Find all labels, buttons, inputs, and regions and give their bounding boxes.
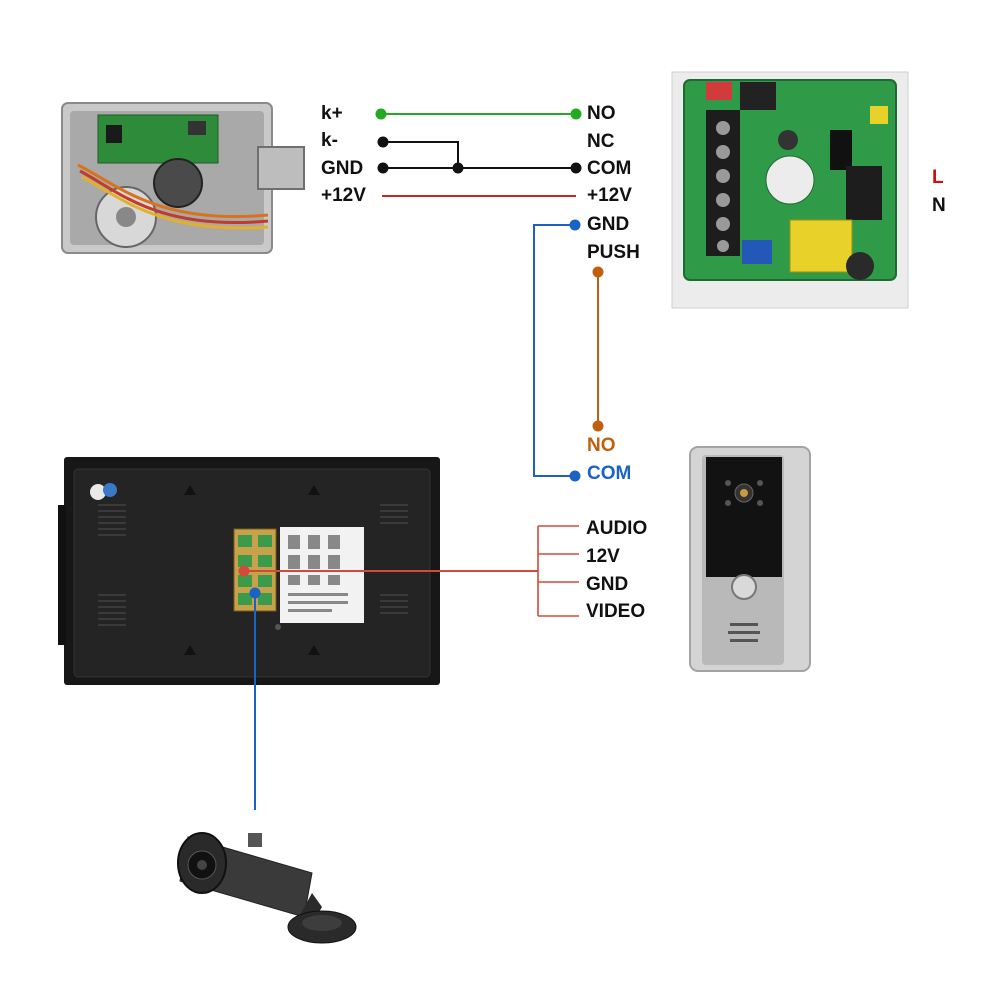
psu-terminal-com: COM — [587, 158, 632, 179]
dot-camera-port — [249, 587, 261, 599]
dot-button-com — [569, 470, 581, 482]
dot-button-no — [592, 420, 604, 432]
lock-terminal-k-minus: k- — [321, 130, 338, 151]
mains-live-label: L — [932, 167, 944, 188]
lock-terminal-12v: +12V — [321, 185, 366, 206]
power-supply-board — [671, 71, 909, 309]
dot-com — [570, 162, 582, 174]
button-no-label: NO — [587, 435, 616, 456]
button-com-label: COM — [587, 463, 632, 484]
psu-terminal-gnd: GND — [587, 214, 630, 235]
dot-monitor-port — [238, 565, 250, 577]
output-12v: 12V — [586, 546, 620, 567]
dot-push — [592, 266, 604, 278]
electric-lock — [61, 102, 305, 254]
output-audio: AUDIO — [586, 518, 648, 539]
lock-terminal-k-plus: k+ — [321, 103, 343, 124]
mains-neutral-label: N — [932, 195, 946, 216]
cctv-camera — [177, 832, 357, 944]
psu-terminal-push: PUSH — [587, 242, 640, 263]
dot-kplus — [375, 108, 387, 120]
dot-junction — [452, 162, 464, 174]
output-gnd: GND — [586, 574, 629, 595]
lock-terminal-gnd: GND — [321, 158, 364, 179]
outdoor-door-station — [689, 446, 811, 672]
dot-kminus — [377, 136, 389, 148]
psu-terminal-nc: NC — [587, 131, 615, 152]
wire-gnd-button-com — [533, 224, 575, 477]
output-video: VIDEO — [586, 601, 646, 622]
dot-gnd — [377, 162, 389, 174]
psu-terminal-no: NO — [587, 103, 616, 124]
dot-no — [570, 108, 582, 120]
psu-terminal-12v: +12V — [587, 185, 632, 206]
dot-psu-gnd — [569, 219, 581, 231]
wire-kminus — [383, 141, 459, 168]
